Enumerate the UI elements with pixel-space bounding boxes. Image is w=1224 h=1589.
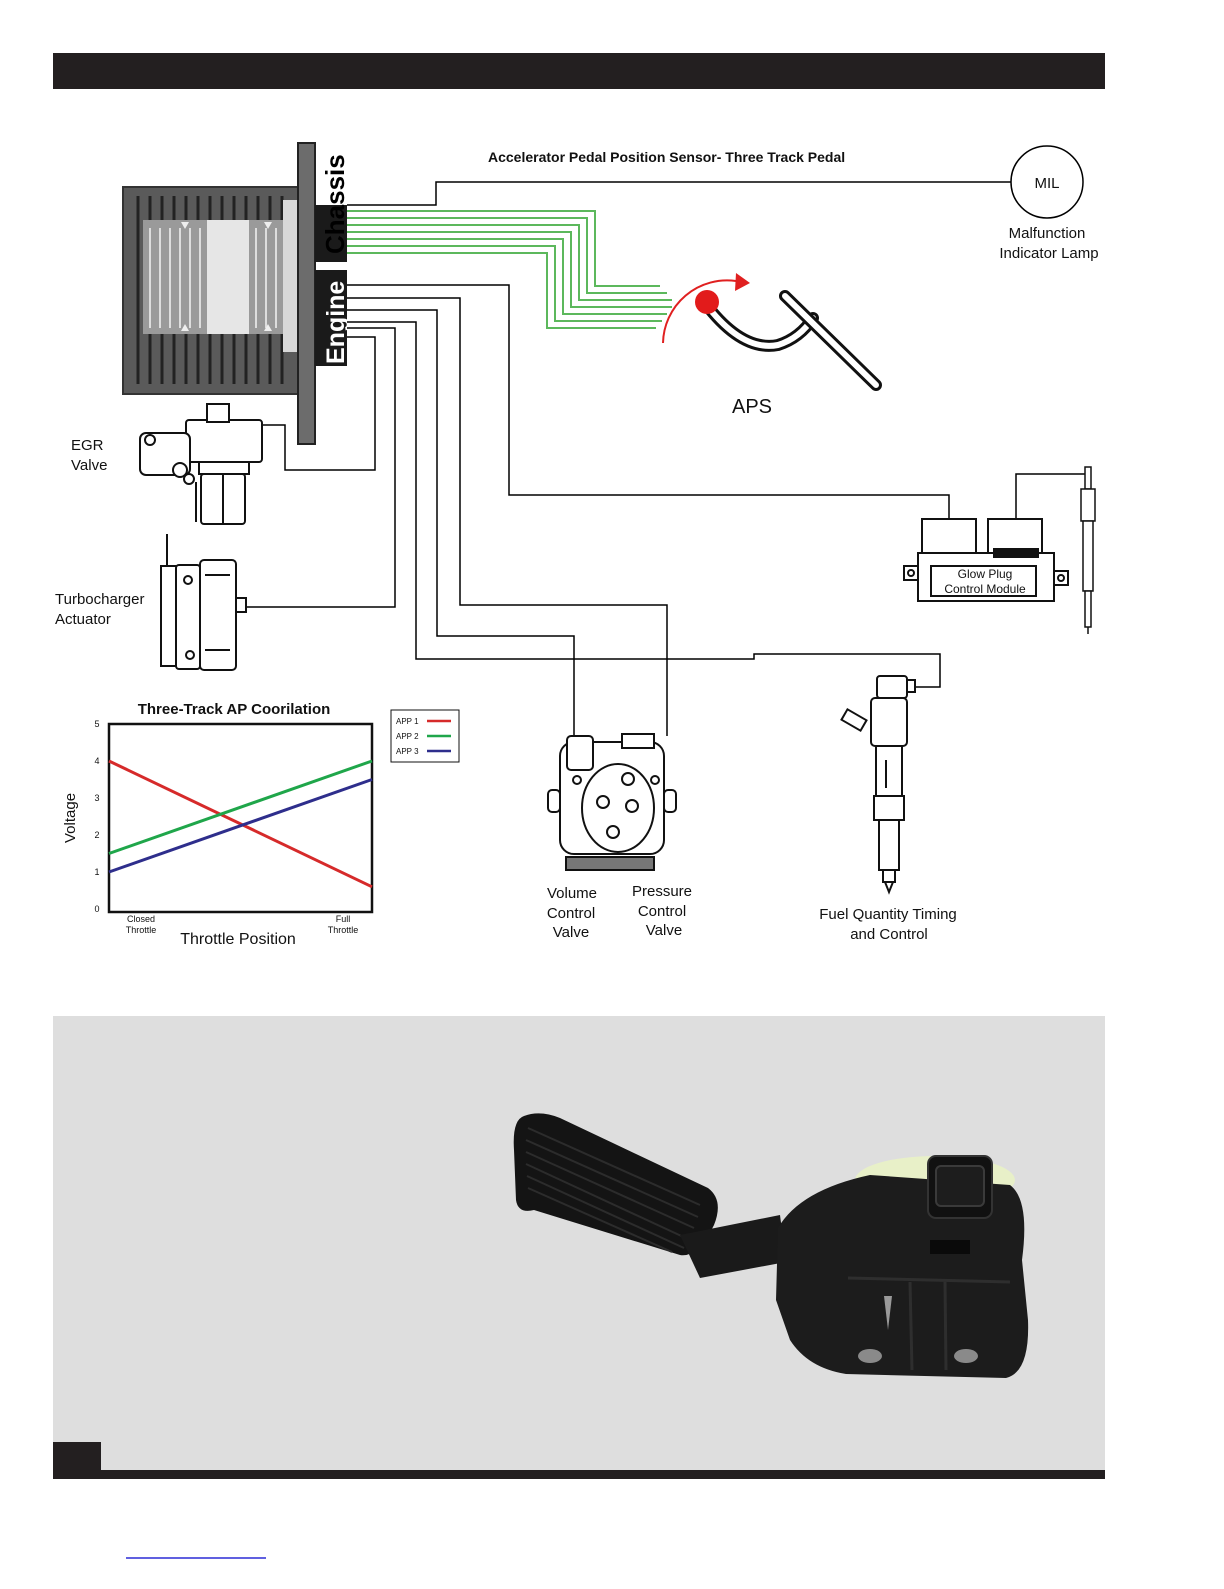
chart-legend-label: APP 3 (396, 747, 419, 756)
glow-plug-module-icon (903, 518, 1069, 602)
mil-badge-label: MIL (1034, 175, 1059, 192)
chart-legend-label: APP 2 (396, 732, 419, 741)
pressure-valve-line2: Control (638, 903, 686, 920)
injector-label-line1: Fuel Quantity Timing (819, 906, 957, 923)
glow-plug-icon (1080, 466, 1096, 634)
glow-module-label-line1: Glow Plug (958, 567, 1013, 581)
ecm-chassis-label: Chassis (320, 154, 350, 254)
mil-lamp (1010, 145, 1084, 219)
chart-title: Three-Track AP Coorilation (138, 701, 331, 718)
footer-bar (53, 1470, 1105, 1479)
chart-ytick-label: 4 (94, 756, 99, 766)
turbo-actuator-icon (160, 534, 247, 671)
volume-valve-line1: Volume (547, 885, 597, 902)
chart-xtick-end-line2: Throttle (328, 925, 359, 935)
pedal-photo (513, 1113, 1029, 1378)
volume-valve-line2: Control (547, 905, 595, 922)
chart-series-line-app-1 (108, 759, 373, 889)
chart-ytick-label: 5 (94, 719, 99, 729)
turbo-label-line1: Turbocharger (55, 591, 145, 608)
chart-ylabel: Voltage (62, 793, 79, 843)
chart-plot-area (107, 722, 374, 914)
chart-legend-label: APP 1 (396, 717, 419, 726)
glow-module-label-line2: Control Module (944, 582, 1026, 596)
mil-wire (347, 181, 1011, 206)
aps-signal-wires (347, 210, 672, 329)
chart-xtick-start-line2: Throttle (126, 925, 157, 935)
egr-valve-icon (139, 403, 263, 525)
engine-harness-wires (246, 284, 1087, 736)
egr-label-line2: Valve (71, 457, 107, 474)
chart-ytick-label: 2 (94, 830, 99, 840)
volume-valve-line3: Valve (553, 924, 589, 941)
aps-pedal-icon (662, 273, 882, 391)
injector-label-line2: and Control (850, 926, 928, 943)
pressure-valve-line1: Pressure (632, 883, 692, 900)
chart-xtick-start-line1: Closed (127, 914, 155, 924)
mil-caption-line2: Indicator Lamp (999, 245, 1098, 262)
ecm-module (122, 142, 347, 445)
turbo-label-line2: Actuator (55, 611, 111, 628)
chart-ytick-label: 3 (94, 793, 99, 803)
chart-series-line-app-3 (108, 778, 373, 874)
ecm-engine-label: Engine (322, 281, 350, 364)
aps-label: APS (732, 396, 772, 418)
header-bar (53, 53, 1105, 89)
pressure-valve-line3: Valve (646, 922, 682, 939)
three-track-chart: Three-Track AP Coorilation 0 1 2 3 4 5 Voltag… (62, 701, 460, 948)
chart-ytick-label: 1 (94, 867, 99, 877)
chart-xlabel: Throttle Position (180, 931, 296, 948)
chart-xtick-end-line1: Full (336, 914, 351, 924)
mil-caption-line1: Malfunction (1009, 225, 1086, 242)
diagram-title: Accelerator Pedal Position Sensor- Three… (488, 149, 845, 165)
chart-series-line-app-2 (108, 759, 373, 855)
fuel-pump-icon (547, 733, 677, 871)
fuel-injector-icon (840, 675, 916, 895)
chart-ytick-label: 0 (94, 904, 99, 914)
egr-label-line1: EGR (71, 437, 104, 454)
